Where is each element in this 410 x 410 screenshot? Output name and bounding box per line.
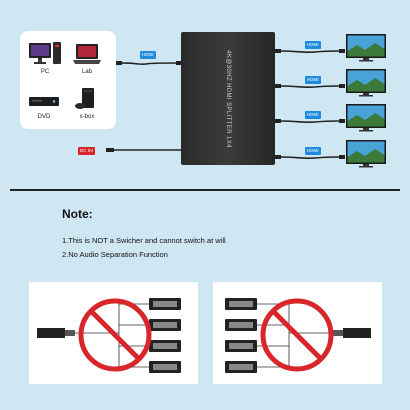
note-title: Note:: [62, 207, 93, 221]
display-tv-icon-3: [346, 104, 386, 132]
prohibited-icon: [260, 298, 334, 372]
source-label-xbox: x-box: [79, 114, 95, 120]
power-tag: DC 5V: [78, 147, 96, 155]
output-cable-tag-1: HDMI: [305, 41, 321, 49]
input-cable-tag: HDMI: [140, 51, 156, 59]
output-hdmi-cable-4: [275, 155, 345, 160]
output-cable-tag-2: HDMI: [305, 76, 321, 84]
prohibited-switch-diagram-left: [29, 282, 198, 384]
output-hdmi-cable-3: [275, 119, 345, 124]
laptop-icon: [73, 44, 101, 64]
hdmi-port-icon: [333, 328, 371, 338]
source-label-dvd: DVD: [37, 114, 51, 120]
power-cable: [106, 148, 182, 152]
prohibited-switch-diagram-right: [213, 282, 382, 384]
desktop-pc-icon: [29, 42, 61, 64]
display-tv-icon-1: [346, 34, 386, 62]
output-hdmi-cable-2: [275, 84, 345, 89]
display-tv-icon-2: [346, 69, 386, 97]
output-cable-tag-3: HDMI: [305, 111, 321, 119]
game-console-icon: [75, 88, 94, 109]
note-item-1: 1.This is NOT a Swicher and cannot switc…: [62, 236, 226, 245]
section-divider: [10, 189, 400, 191]
dvd-player-icon: [29, 97, 59, 106]
display-tv-icon-4: [346, 140, 386, 168]
source-label-lab: Lab: [81, 69, 92, 75]
hdmi-port-icon: [37, 328, 75, 338]
splitter-model-label: 4K@30HZ HDMI SPLITTER 1X4: [225, 49, 232, 148]
hdmi-splitter-device: [181, 32, 275, 165]
output-cable-tag-4: HDMI: [305, 147, 321, 155]
input-hdmi-cable: [116, 61, 182, 66]
output-hdmi-cable-1: [275, 49, 345, 54]
note-item-2: 2.No Audio Separation Function: [62, 250, 168, 259]
prohibited-icon: [78, 298, 152, 372]
source-label-pc: PC: [40, 69, 50, 75]
